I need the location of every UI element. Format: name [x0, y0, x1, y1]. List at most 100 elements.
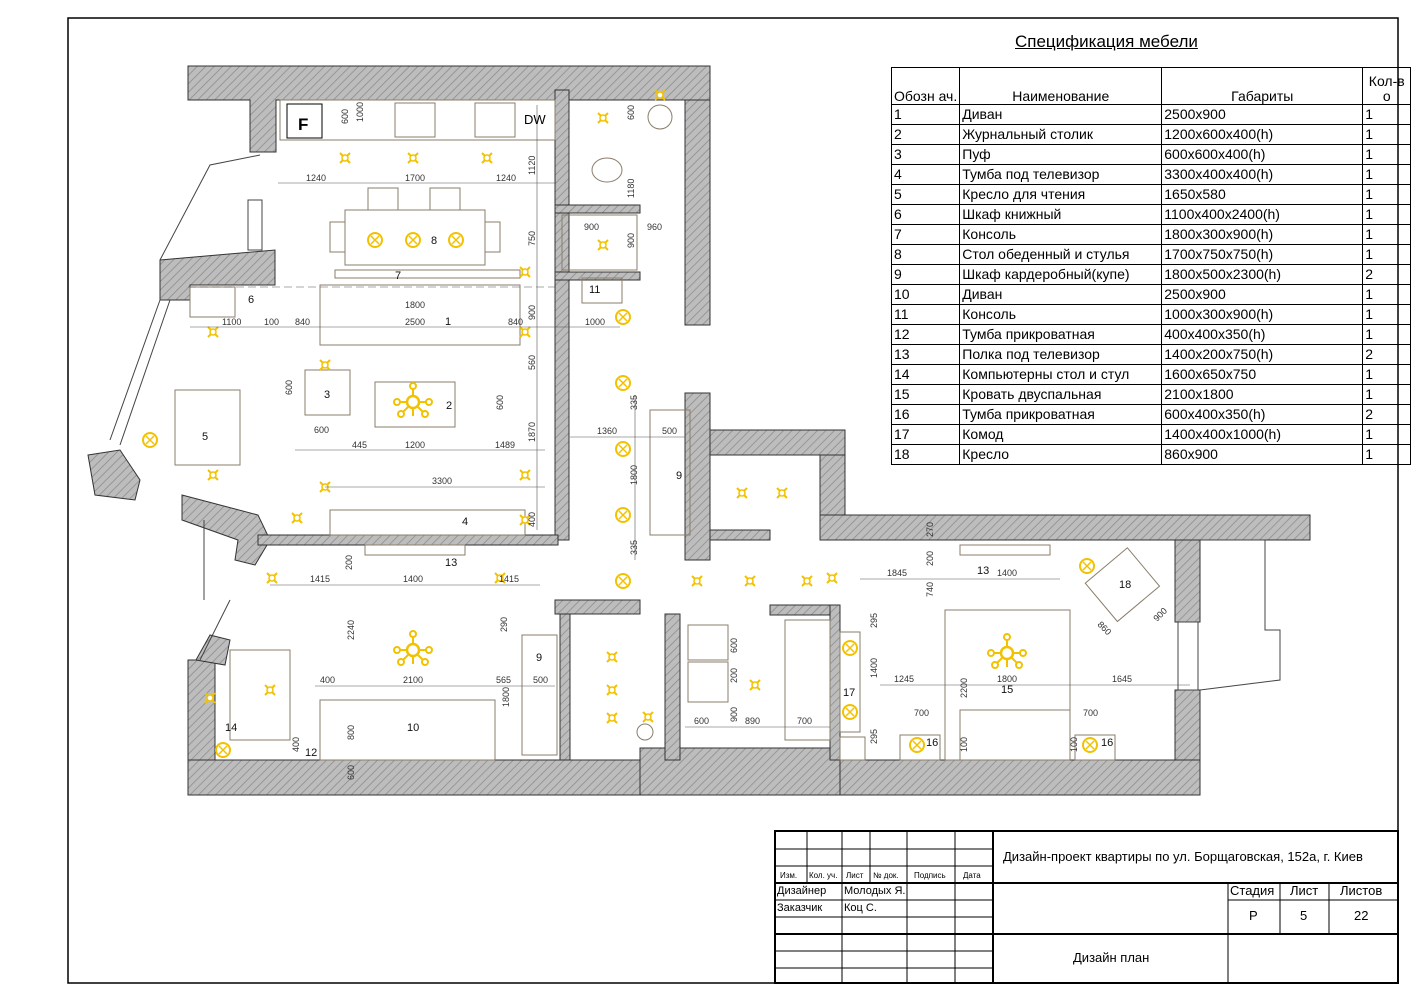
dimension: 600 [626, 105, 636, 120]
row-id: 10 [890, 284, 961, 305]
row-qty: 1 [1362, 104, 1412, 125]
row-qty: 1 [1362, 324, 1412, 345]
dimension: 295 [869, 613, 879, 628]
column-header: Габариты [1161, 67, 1364, 105]
row-qty: 2 [1362, 264, 1412, 285]
row-name: Консоль [959, 224, 1163, 245]
row-qty: 1 [1362, 144, 1412, 165]
dimension: 600 [314, 425, 329, 435]
row-id: 3 [890, 144, 961, 165]
furniture-number: 3 [324, 389, 330, 401]
dimension: 500 [662, 426, 677, 436]
row-size: 1100x400x2400(h) [1161, 204, 1364, 225]
row-qty: 1 [1362, 164, 1412, 185]
dimension: 1700 [405, 173, 425, 183]
furniture-number: 16 [926, 737, 938, 749]
specification-title: Спецификация мебели [1015, 32, 1198, 51]
furniture-number: 5 [202, 431, 208, 443]
dimension: 400 [291, 737, 301, 752]
dimension: 1360 [597, 426, 617, 436]
dimension: 100 [264, 317, 279, 327]
furniture-number: 9 [676, 470, 682, 482]
row-size: 1650x580 [1161, 184, 1364, 205]
furniture [174, 99, 1161, 761]
row-id: 4 [890, 164, 961, 185]
row-name: Консоль [959, 304, 1163, 325]
col-label: Лист [846, 871, 864, 880]
row-id: 7 [890, 224, 961, 245]
row-qty: 2 [1362, 344, 1412, 365]
dimension: 900 [527, 305, 537, 320]
row-size: 1000x300x900(h) [1161, 304, 1364, 325]
row-name: Диван [959, 284, 1163, 305]
appliance-labels: F DW [298, 112, 546, 134]
dimension: 1000 [355, 102, 365, 122]
dimension: 2100 [403, 675, 423, 685]
dimension-lines [188, 105, 1190, 728]
row-name: Тумба прикроватная [959, 324, 1163, 345]
dimension: 200 [925, 551, 935, 566]
client-name: Коц С. [844, 902, 877, 914]
row-id: 12 [890, 324, 961, 345]
row-size: 1800x300x900(h) [1161, 224, 1364, 245]
row-name: Комод [959, 424, 1163, 445]
row-name: Кровать двуспальная [959, 384, 1163, 405]
row-id: 16 [890, 404, 961, 425]
row-id: 2 [890, 124, 961, 145]
furniture-number: 2 [446, 400, 452, 412]
furniture-number: 17 [843, 687, 855, 699]
dimension: 900 [729, 707, 739, 722]
dimension: 890 [745, 716, 760, 726]
dimension: 2200 [959, 678, 969, 698]
row-name: Компьютерны стол и стул [959, 364, 1163, 385]
furniture-number: 11 [589, 284, 600, 296]
row-qty: 1 [1362, 384, 1412, 405]
row-qty: 1 [1362, 424, 1412, 445]
dimension: 445 [352, 440, 367, 450]
furniture-number: 10 [407, 722, 419, 734]
dimension: 335 [629, 540, 639, 555]
furniture-number: 1 [445, 316, 451, 328]
dimension: 1245 [894, 674, 914, 684]
furniture-number: 16 [1101, 737, 1113, 749]
row-size: 1200x600x400(h) [1161, 124, 1364, 145]
row-size: 2100x1800 [1161, 384, 1364, 405]
dimension: 900 [584, 222, 599, 232]
dimension: 500 [533, 675, 548, 685]
column-header: Обозн ач. [890, 67, 961, 105]
row-name: Кресло [959, 444, 1163, 465]
row-id: 14 [890, 364, 961, 385]
dimension: 700 [914, 708, 929, 718]
dimension: 1800 [405, 300, 425, 310]
row-qty: 1 [1362, 224, 1412, 245]
designer-role: Дизайнер [777, 885, 827, 897]
furniture-number: 15 [1001, 684, 1013, 696]
dimension: 100 [959, 737, 969, 752]
dimension: 600 [340, 109, 350, 124]
dimension: 2240 [346, 620, 356, 640]
walls [87, 65, 1311, 796]
dimension: 600 [284, 380, 294, 395]
row-size: 1600x650x750 [1161, 364, 1364, 385]
sheet-label: Лист [1290, 883, 1319, 898]
row-qty: 1 [1362, 184, 1412, 205]
furniture-number: 13 [445, 557, 457, 569]
stage-value: Р [1249, 908, 1258, 923]
dimension: 1870 [527, 422, 537, 442]
dimension: 295 [869, 729, 879, 744]
sheet-border [67, 17, 1399, 984]
col-label: Изм. [780, 871, 798, 880]
dimension: 900 [1151, 606, 1169, 624]
